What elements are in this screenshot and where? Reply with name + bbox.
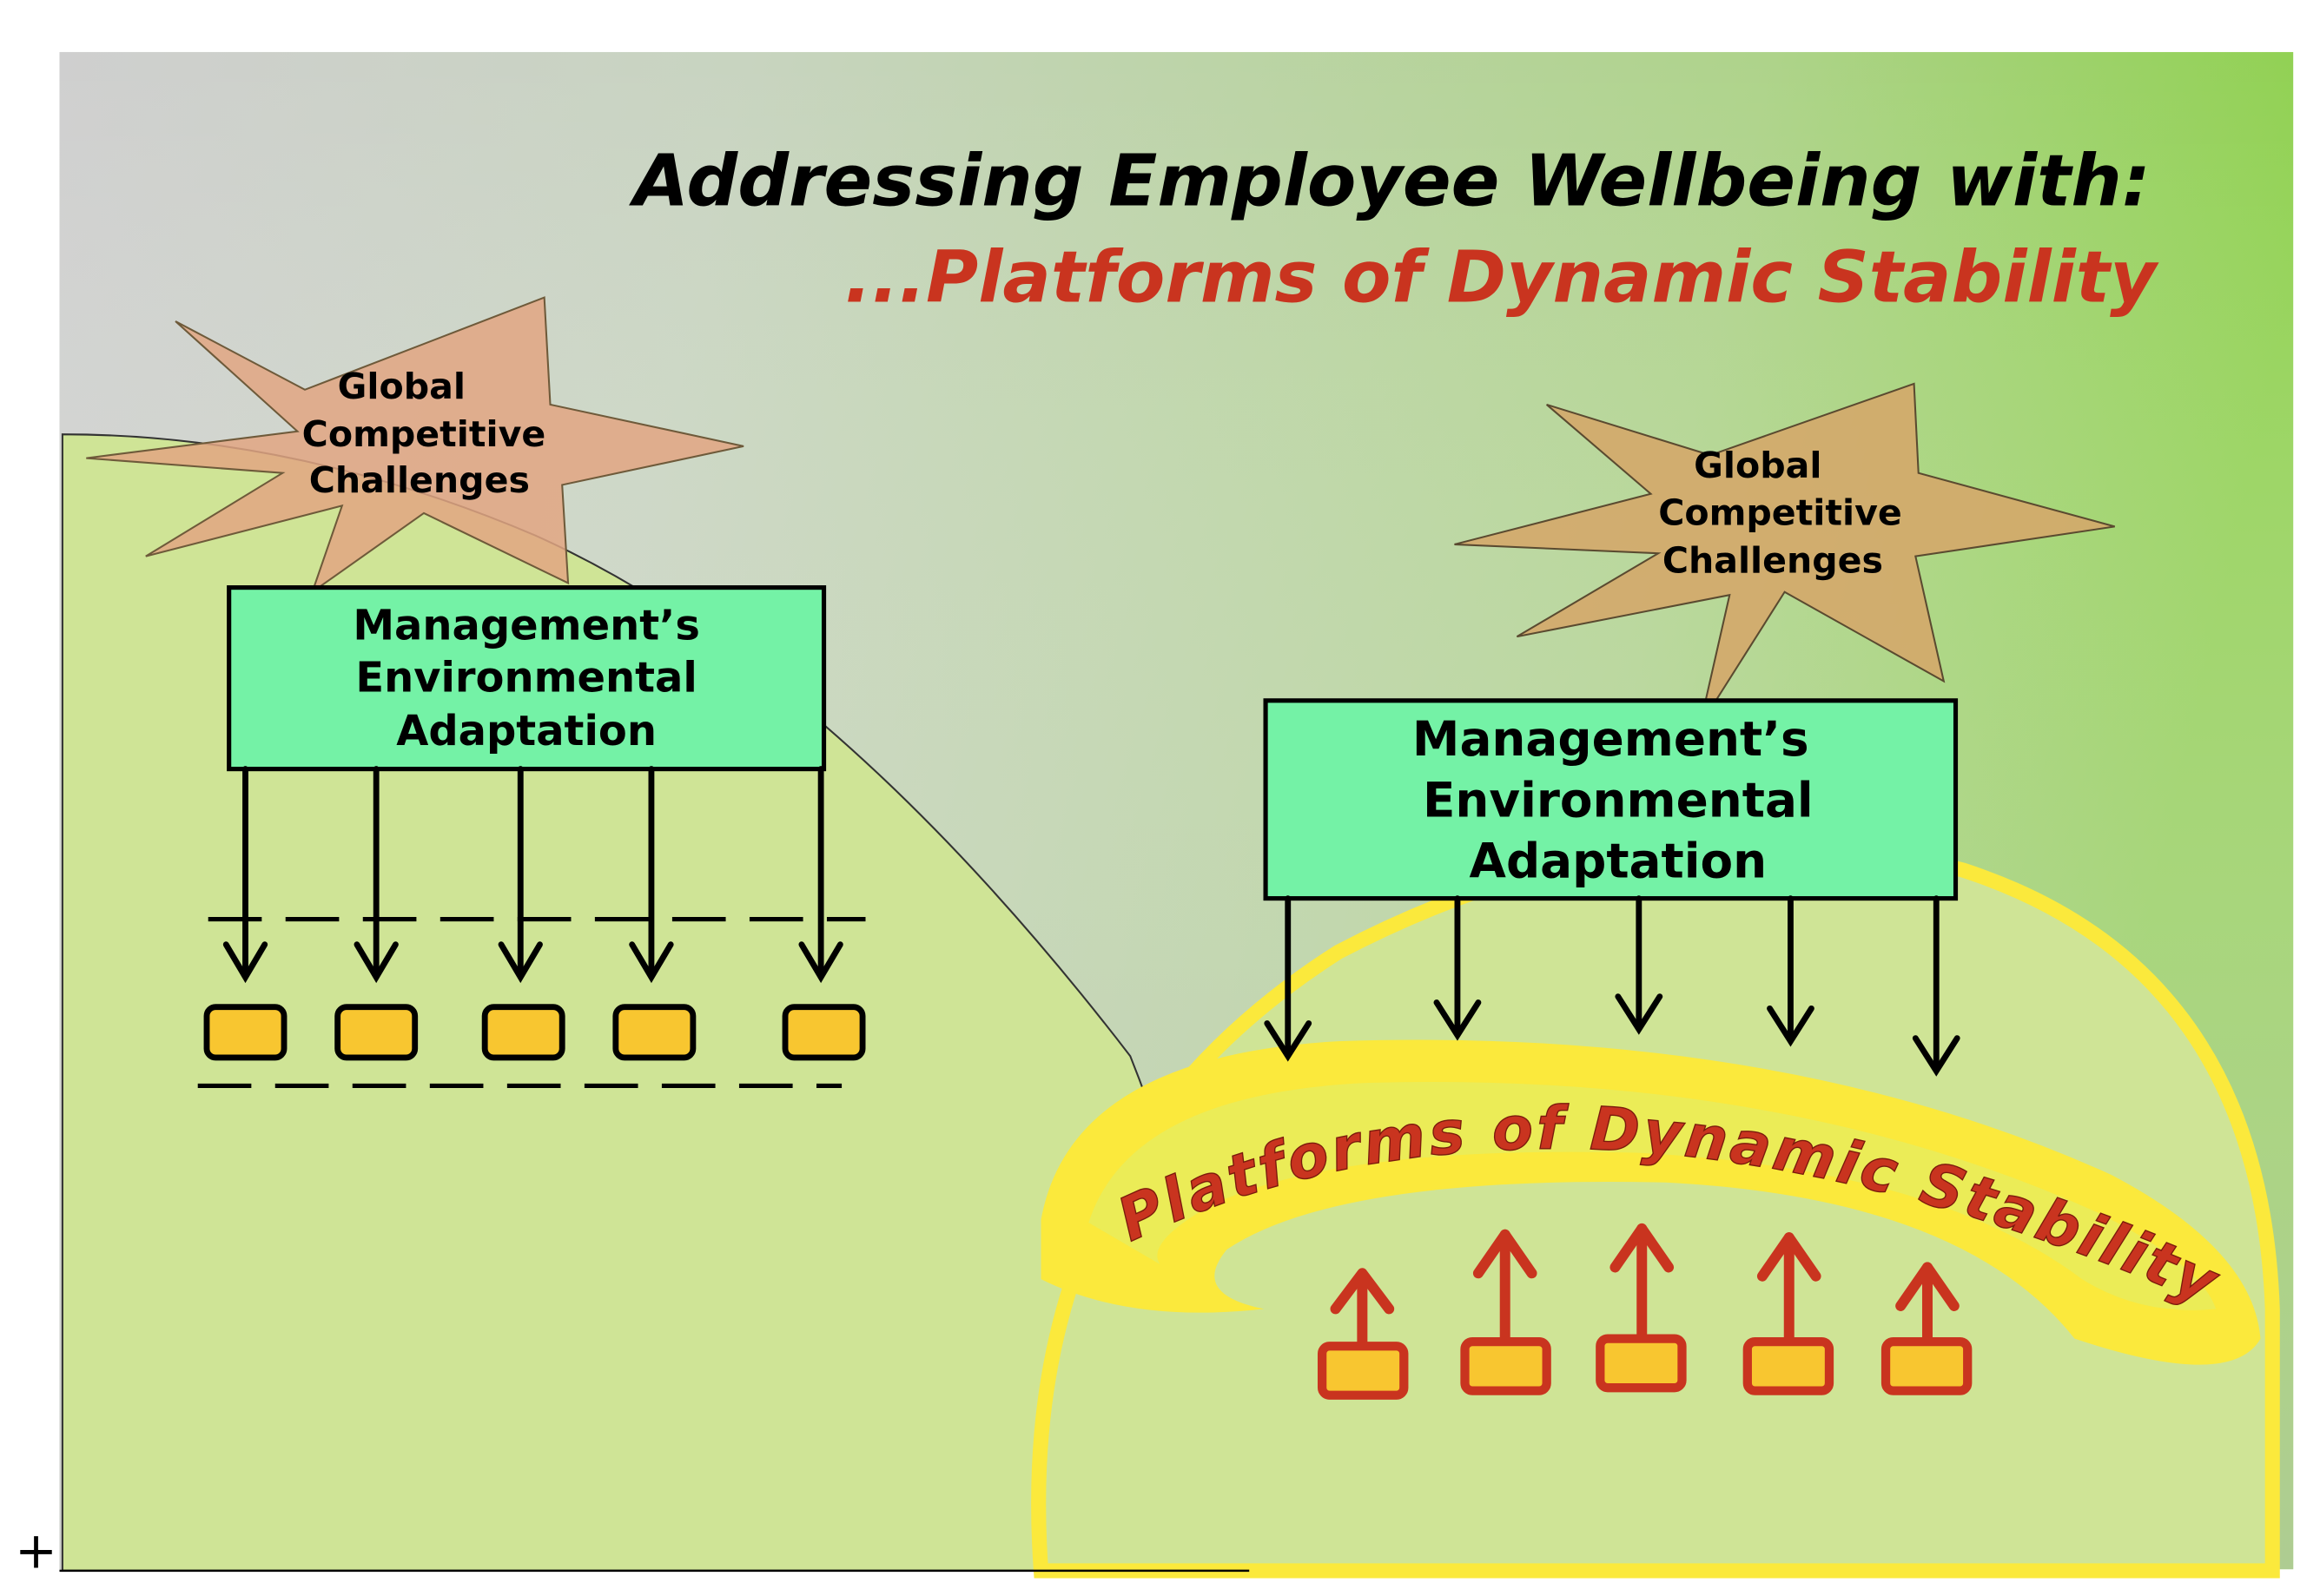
title-line-1: Addressing Employee Wellbeing with: — [628, 140, 2150, 222]
left-employee-2 — [334, 1004, 419, 1061]
right-management-box: Management’s Environmental Adaptation — [1263, 698, 1959, 901]
right-down-arrow-4 — [1767, 895, 1814, 1047]
right-challenge-star: Global Competitive Challenges — [1454, 382, 2115, 727]
right-arrows-up — [1330, 1223, 1960, 1352]
title-line-2: ...Platforms of Dynamic Stability — [844, 237, 2159, 320]
left-star-line-1: Global — [338, 366, 466, 407]
left-challenge-star: Global Competitive Challenges — [86, 296, 744, 595]
right-star-line-1: Global — [1694, 445, 1821, 486]
right-employee-1 — [1317, 1342, 1409, 1400]
left-mgmt-line-2: Environmental — [355, 654, 697, 702]
right-up-arrow-4 — [1756, 1232, 1821, 1344]
right-up-arrow-5 — [1895, 1262, 1960, 1348]
left-arrow-3 — [498, 766, 543, 984]
left-arrow-2 — [354, 766, 399, 984]
left-employees — [203, 1004, 866, 1061]
left-mgmt-line-1: Management’s — [353, 602, 700, 650]
right-down-arrow-1 — [1264, 895, 1312, 1062]
left-star-line-3: Challenges — [309, 459, 530, 501]
right-up-arrow-2 — [1472, 1229, 1537, 1344]
left-employee-1 — [203, 1004, 288, 1061]
right-mgmt-line-3: Adaptation — [1470, 834, 1768, 889]
right-arrows-down — [1264, 895, 1960, 1077]
left-arrow-1 — [222, 766, 268, 984]
left-management-box: Management’s Environmental Adaptation — [227, 585, 827, 772]
right-employees — [1317, 1334, 1973, 1400]
right-up-arrow-3 — [1609, 1223, 1675, 1342]
right-employee-5 — [1880, 1336, 1973, 1395]
right-employee-3 — [1596, 1334, 1687, 1393]
left-mgmt-line-3: Adaptation — [396, 707, 657, 755]
left-employee-4 — [612, 1004, 697, 1061]
left-arrow-4 — [629, 766, 674, 984]
left-employee-3 — [481, 1004, 565, 1061]
right-employee-2 — [1460, 1336, 1551, 1395]
platform-band-inner — [1088, 1081, 2217, 1310]
right-down-arrow-3 — [1615, 895, 1663, 1035]
right-star-line-2: Competitive — [1658, 492, 1902, 534]
right-down-arrow-2 — [1433, 895, 1482, 1041]
left-arrows — [222, 766, 843, 984]
left-arrow-5 — [798, 766, 843, 984]
right-mgmt-line-1: Management’s — [1412, 711, 1809, 767]
right-up-arrow-1 — [1330, 1268, 1395, 1352]
left-star-line-2: Competitive — [302, 413, 546, 455]
right-down-arrow-5 — [1912, 895, 1960, 1077]
left-employee-5 — [782, 1004, 866, 1061]
right-star-line-3: Challenges — [1662, 539, 1883, 581]
right-mgmt-line-2: Environmental — [1423, 772, 1814, 828]
right-employee-4 — [1742, 1336, 1834, 1395]
corner-plus-mark: + — [15, 1520, 57, 1580]
